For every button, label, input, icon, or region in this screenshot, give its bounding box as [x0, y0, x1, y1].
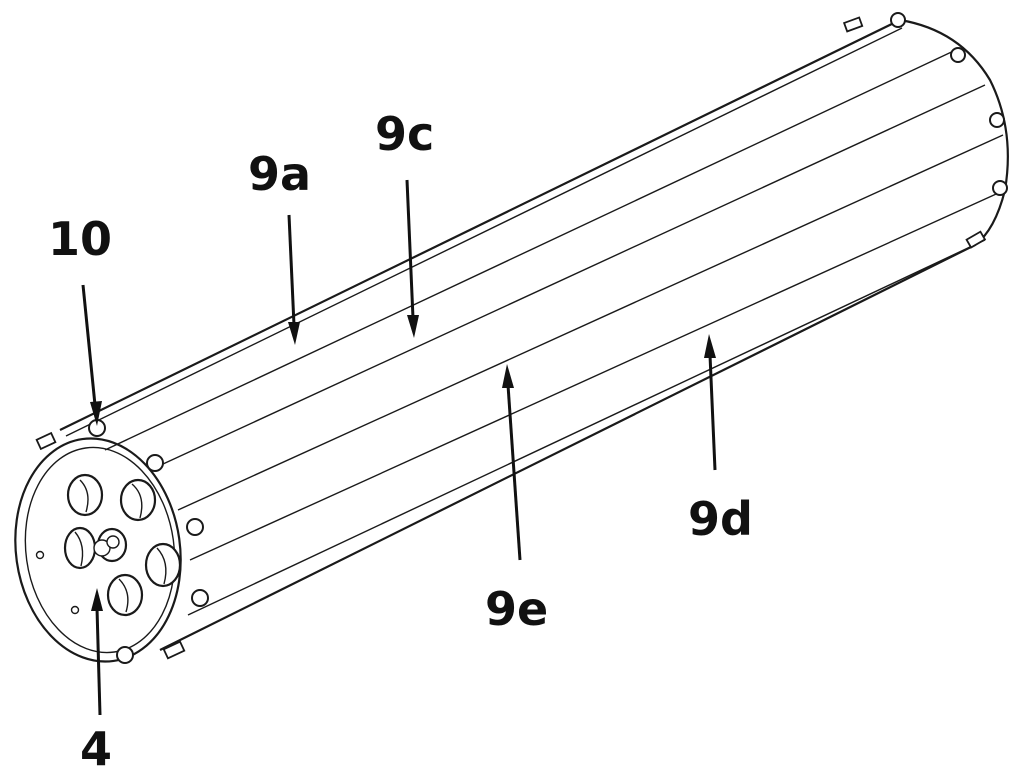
panel-seam-1	[104, 47, 961, 451]
hole-1	[66, 473, 104, 517]
panel-edge-bottom	[159, 244, 976, 651]
panel-seam-3	[177, 134, 1004, 511]
hole-5	[106, 573, 144, 617]
arrow-9e-head	[502, 364, 514, 388]
tab-near-1	[35, 431, 57, 451]
center-fitting-cap	[106, 535, 120, 549]
reference-labels: 10 9a 9c 9e 9d 4	[48, 107, 753, 776]
label-9d: 9d	[688, 492, 753, 546]
bolt-near-5	[116, 646, 134, 664]
arrow-10	[81, 284, 97, 406]
plate-pin-1	[35, 550, 45, 560]
panel-seam-2	[149, 84, 986, 471]
label-4: 4	[80, 722, 112, 776]
bolt-far-2	[950, 47, 966, 63]
hole-2	[119, 478, 157, 522]
label-9e: 9e	[485, 582, 548, 636]
plate-pin-2	[70, 605, 80, 615]
hole-1-shade	[79, 479, 89, 513]
end-plate-inner-rim	[24, 446, 176, 654]
leader-arrows	[81, 179, 717, 716]
label-9a: 9a	[248, 147, 311, 201]
bolt-near-4	[191, 589, 209, 607]
bolt-near-2	[146, 454, 164, 472]
tab-far-1	[842, 16, 864, 33]
tube-body	[59, 12, 1009, 651]
hole-3	[63, 526, 97, 570]
panel-edge-top	[59, 19, 901, 431]
arrow-9a	[287, 214, 296, 326]
hole-5-shade	[118, 578, 129, 613]
arrow-4-head	[91, 588, 103, 611]
bolt-far-4	[992, 180, 1008, 196]
panel-edge-top-inner	[65, 27, 903, 437]
tab-near-2	[162, 640, 186, 660]
end-plate-holes	[63, 473, 182, 617]
arrow-9e	[506, 384, 522, 561]
panel-seam-4	[189, 189, 1006, 561]
center-fitting-nut	[93, 539, 111, 557]
hole-4	[144, 542, 182, 588]
arrow-9d	[708, 354, 717, 471]
hole-3-shade	[74, 531, 84, 567]
arrow-9a-head	[288, 322, 300, 345]
end-plate	[14, 419, 209, 664]
label-9c: 9c	[375, 107, 434, 161]
arrow-9d-head	[704, 334, 716, 358]
arrow-10-head	[90, 401, 102, 426]
arrow-9c-head	[407, 315, 419, 338]
label-10: 10	[48, 212, 112, 266]
hole-4-shade	[156, 547, 167, 585]
bolt-near-3	[186, 518, 204, 536]
hole-2-shade	[131, 483, 143, 519]
arrow-4	[95, 607, 102, 716]
panel-seam-5	[187, 239, 986, 616]
bolt-far-3	[989, 112, 1005, 128]
arrow-9c	[405, 179, 415, 319]
end-plate-rim	[14, 437, 182, 663]
tab-far-2	[965, 230, 987, 249]
bolt-far-1	[890, 12, 906, 28]
